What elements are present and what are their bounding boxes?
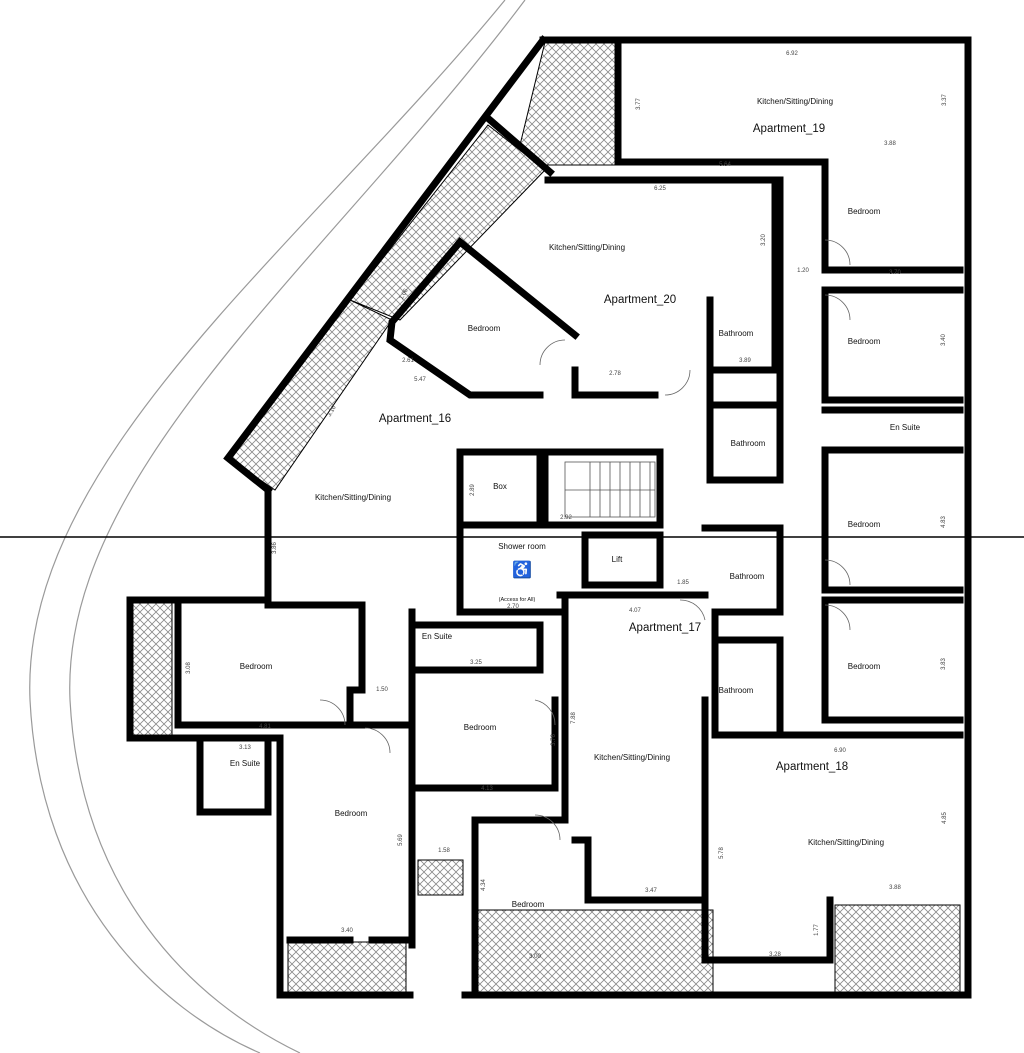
dimension: 2.78	[609, 371, 621, 377]
room-kitchen: Kitchen/Sitting/Dining	[549, 243, 625, 252]
dimension: 4.83	[941, 516, 947, 528]
apartment-16-label: Apartment_16	[379, 413, 451, 425]
room-bedroom: Bedroom	[848, 337, 881, 346]
dimension: 3.88	[889, 885, 901, 891]
access-note: (Access for All)	[499, 597, 536, 603]
room-bathroom: Bathroom	[719, 686, 754, 695]
room-bedroom: Bedroom	[468, 324, 501, 333]
dimension: 2.92	[560, 515, 572, 521]
dimension: 3.83	[941, 658, 947, 670]
dimension: 6.92	[786, 51, 798, 57]
dimension: 2.70	[507, 604, 519, 610]
room-kitchen: Kitchen/Sitting/Dining	[594, 753, 670, 762]
dimension: 7.88	[571, 712, 577, 724]
dimension: 4.07	[629, 608, 641, 614]
room-en-suite: En Suite	[230, 759, 261, 768]
dimension: 3.77	[636, 98, 642, 110]
dimension: 3.76	[551, 734, 557, 746]
dimension: 1.06	[399, 287, 410, 301]
room-en-suite: En Suite	[422, 632, 453, 641]
doors	[319, 239, 851, 841]
room-kitchen: Kitchen/Sitting/Dining	[808, 838, 884, 847]
walls	[126, 35, 972, 999]
room-bedroom: Bedroom	[848, 662, 881, 671]
dimension: 5.78	[719, 847, 725, 859]
dimension: 6.25	[654, 186, 666, 192]
dimension: 1.85	[677, 580, 689, 586]
room-labels: Apartment_19 Apartment_20 Apartment_16 A…	[230, 97, 921, 909]
dimension: 3.13	[239, 745, 251, 751]
dimension: 3.86	[272, 542, 278, 554]
room-shower: Shower room	[498, 542, 546, 551]
dimension: 3.25	[470, 660, 482, 666]
apartment-18-label: Apartment_18	[776, 761, 848, 773]
dimension: 5.47	[414, 377, 426, 383]
dimension: 3.16	[327, 404, 338, 418]
room-bedroom: Bedroom	[335, 809, 368, 818]
dimension: 3.40	[941, 334, 947, 346]
dimension: 1.20	[797, 268, 809, 274]
dimension: 5.69	[398, 834, 404, 846]
room-kitchen: Kitchen/Sitting/Dining	[315, 493, 391, 502]
dimension: 3.89	[739, 358, 751, 364]
dimension: 3.70	[889, 270, 901, 276]
dimension: 3.40	[341, 928, 353, 934]
dimension: 1.77	[814, 924, 820, 936]
dimension: 3.47	[645, 888, 657, 894]
apartment-20-label: Apartment_20	[604, 294, 676, 306]
wheelchair-icon: ♿	[512, 560, 532, 579]
dimension: 2.89	[470, 484, 476, 496]
room-lift: Lift	[612, 555, 623, 564]
dimension: 4.85	[942, 812, 948, 824]
dimension: 1.58	[438, 848, 450, 854]
apartment-17-label: Apartment_17	[629, 622, 701, 634]
room-en-suite: En Suite	[890, 423, 921, 432]
apartment-19-label: Apartment_19	[753, 123, 825, 135]
dimension: 4.81	[259, 724, 271, 730]
room-bedroom: Bedroom	[848, 207, 881, 216]
dimension: 6.90	[834, 748, 846, 754]
room-kitchen: Kitchen/Sitting/Dining	[757, 97, 833, 106]
room-bedroom: Bedroom	[464, 723, 497, 732]
dimension: 2.61	[402, 358, 414, 364]
dimension: 3.37	[942, 94, 948, 106]
dimension: 3.00	[529, 954, 541, 960]
dimension: 4.13	[481, 786, 493, 792]
staircase	[564, 461, 656, 518]
dimension: 4.34	[481, 879, 487, 891]
balconies	[131, 41, 961, 996]
dimension: 1.50	[376, 687, 388, 693]
dimension: 3.20	[761, 234, 767, 246]
room-bathroom: Bathroom	[731, 439, 766, 448]
dimension: 5.64	[719, 162, 731, 168]
dimension: 3.28	[769, 952, 781, 958]
dimension: 3.08	[186, 662, 192, 674]
room-bedroom: Bedroom	[848, 520, 881, 529]
room-box: Box	[493, 482, 507, 491]
dimension: 3.88	[884, 141, 896, 147]
room-bathroom: Bathroom	[719, 329, 754, 338]
room-bedroom: Bedroom	[240, 662, 273, 671]
dimension-labels: 6.92 3.77 3.37 5.64 3.88 6.25 3.20 1.20 …	[186, 51, 948, 960]
room-bedroom: Bedroom	[512, 900, 545, 909]
room-bathroom: Bathroom	[730, 572, 765, 581]
